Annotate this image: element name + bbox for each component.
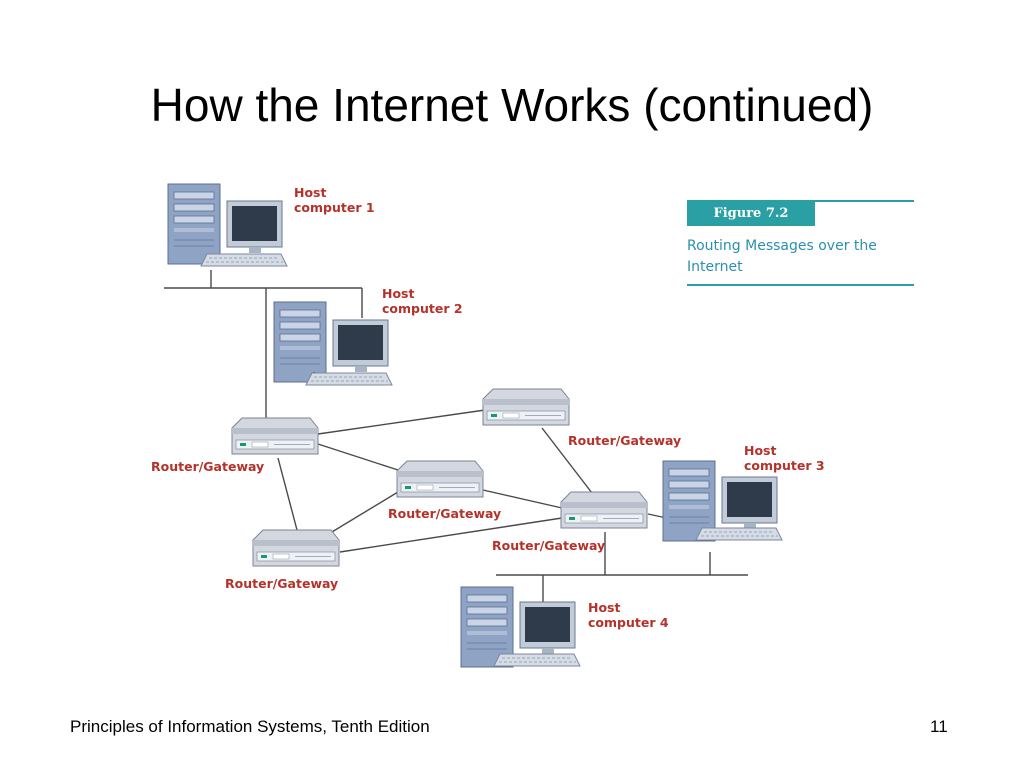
router-gateway-right — [560, 491, 648, 529]
router-gateway-left — [231, 417, 319, 455]
router-gateway-bottom-left — [252, 529, 340, 567]
host-computer-4-label: Host computer 4 — [588, 600, 669, 630]
figure-caption-box: Figure 7.2 Routing Messages over the Int… — [687, 200, 914, 286]
router-gateway-bottom-left-label: Router/Gateway — [225, 576, 339, 591]
router-gateway-center — [396, 460, 484, 498]
router-gateway-left-label: Router/Gateway — [151, 459, 265, 474]
host-computer-2-label: Host computer 2 — [382, 286, 463, 316]
page-number: 11 — [930, 717, 948, 736]
connection-lines — [164, 270, 748, 604]
router-gateway-right-label: Router/Gateway — [492, 538, 606, 553]
host-computer-4 — [460, 586, 581, 668]
figure-caption: Routing Messages over the Internet — [687, 238, 877, 275]
host-computer-3 — [662, 460, 783, 542]
host-computer-1-label: Host computer 1 — [294, 185, 375, 215]
host-computer-2 — [273, 301, 393, 386]
router-gateway-center-label: Router/Gateway — [388, 506, 502, 521]
slide-title: How the Internet Works (continued) — [150, 79, 874, 131]
figure-number: Figure 7.2 — [687, 202, 815, 226]
figure-top-rule — [687, 200, 914, 202]
figure-bottom-rule — [687, 284, 914, 286]
host-computer-1 — [167, 183, 288, 267]
footer-book-title: Principles of Information Systems, Tenth… — [70, 717, 430, 736]
router-gateway-top-right-label: Router/Gateway — [568, 433, 682, 448]
router-gateway-top-right — [482, 388, 570, 426]
host-computer-3-label: Host computer 3 — [744, 443, 825, 473]
